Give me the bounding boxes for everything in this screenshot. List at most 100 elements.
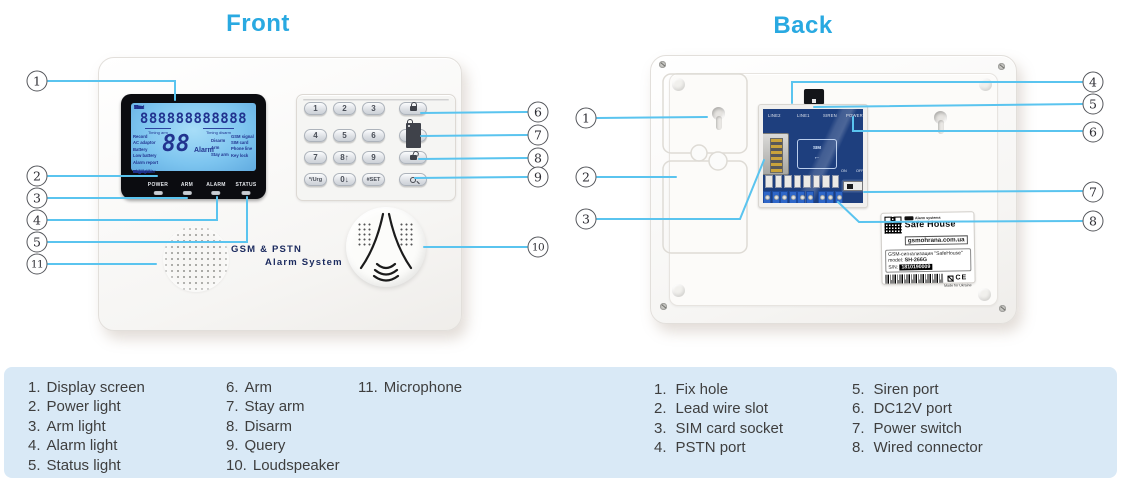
- corner-screw: [999, 305, 1006, 312]
- legend-item: 3.SIM card socket: [654, 419, 784, 437]
- arm-led-lamp: [182, 191, 192, 195]
- key-4: 4: [304, 129, 327, 142]
- serial-number: 1810190009: [899, 263, 933, 271]
- foot-bump: [978, 288, 991, 301]
- legend-back-col2: 5.Siren port 6.DC12V port 7.Power switch…: [852, 380, 983, 458]
- terminal-screw: [817, 191, 826, 203]
- wired-connector: [763, 191, 843, 203]
- callout-front-3: 3: [26, 187, 48, 209]
- callout-front-8: 8: [527, 147, 549, 169]
- speaker-curves: [359, 212, 413, 282]
- legend-item: 7.Power switch: [852, 419, 962, 437]
- legend-item: 3.Arm light: [28, 417, 106, 435]
- brand-line-2: Alarm System: [265, 257, 343, 268]
- terminal-screw: [826, 191, 835, 203]
- sim-card-outline: SIM ←: [797, 139, 837, 169]
- terminal-screw: [771, 191, 780, 203]
- stay-lock-icon: [405, 119, 421, 148]
- back-title: Back: [773, 12, 833, 39]
- terminal-screw: [797, 191, 806, 203]
- power-light: POWER: [148, 182, 168, 195]
- barcode: [885, 273, 944, 284]
- key-5: 5: [333, 129, 356, 142]
- sticker-info-box: GSM-сигнализация "SafeHouse" model: SH-2…: [885, 248, 972, 273]
- legend-item: 8.Disarm: [226, 417, 293, 435]
- legend-item: 2.Lead wire slot: [654, 400, 769, 418]
- serial-row: S/N: 1810190009: [888, 263, 933, 271]
- search-icon: [410, 176, 416, 183]
- callout-back-6: 6: [1082, 121, 1104, 143]
- legend-item: 1.Fix hole: [654, 381, 729, 398]
- legend-item: 10.Loudspeaker: [226, 456, 340, 474]
- legend-item: 8.Wired connector: [852, 439, 983, 457]
- alarm-led-lamp: [211, 191, 221, 195]
- callout-front-2: 2: [26, 165, 48, 187]
- loudspeaker: [346, 207, 426, 287]
- callout-back-3: 3: [575, 208, 597, 230]
- legend-item: 2.Power light: [28, 398, 121, 416]
- brand-line-1: GSM & PSTN: [231, 244, 303, 255]
- speaker-dots-right: [399, 222, 415, 246]
- callout-front-7: 7: [527, 124, 549, 146]
- legend-item: 11.Microphone: [358, 379, 463, 396]
- pcb-label-siren: SIREN: [823, 113, 837, 118]
- corner-screw: [659, 61, 666, 68]
- fix-hole-right: [933, 111, 948, 136]
- key-star-urg: */Urg: [304, 173, 327, 186]
- switch-off-label: OFF: [856, 169, 863, 173]
- unlock-icon: [409, 155, 417, 160]
- keyhole-slot: [937, 120, 944, 134]
- foot-bump: [672, 284, 685, 297]
- power-led-lamp: [153, 191, 163, 195]
- legend-item: 1.Display screen: [28, 379, 145, 396]
- terminal-screw: [763, 191, 771, 203]
- status-led-lamp: [241, 191, 251, 195]
- callout-front-6: 6: [527, 101, 549, 123]
- weee-icon: [947, 275, 954, 282]
- legend-item: 5.Siren port: [852, 381, 939, 398]
- legend-item: 4.PSTN port: [654, 439, 746, 457]
- legend-item: 5.Status light: [28, 456, 121, 474]
- fix-hole-left: [711, 107, 726, 132]
- foot-bump: [979, 78, 992, 91]
- label-sticker: Alarm systems Safe House gsmohrana.com.u…: [880, 211, 976, 288]
- corner-screw: [660, 303, 667, 310]
- legend-item: 4.Alarm light: [28, 437, 118, 455]
- callout-back-8: 8: [1082, 210, 1104, 232]
- pcb-label-power: POWER: [846, 113, 863, 118]
- legend-front-col3: 11.Microphone: [358, 378, 462, 397]
- key-8: 8↑: [333, 151, 356, 164]
- key-3: 3: [362, 102, 385, 115]
- pcb-label-line1: LINE1: [797, 113, 810, 118]
- lcd-alarm-label: Alarm: [194, 147, 214, 154]
- callout-front-10: 10: [527, 236, 549, 258]
- callout-back-7: 7: [1082, 181, 1104, 203]
- speaker-dots-left: [357, 222, 373, 246]
- keypad-panel: 1 2 3 4 5 6 7 8↑ 9 */Urg 0↓ #SET: [296, 94, 456, 201]
- lcd-zone-digits: 88: [162, 131, 190, 157]
- callout-back-5: 5: [1082, 93, 1104, 115]
- switch-on-label: ON: [841, 169, 847, 173]
- legend-front-col2: 6.Arm 7.Stay arm 8.Disarm 9.Query 10.Lou…: [226, 378, 340, 475]
- legend-panel: 1.Display screen 2.Power light 3.Arm lig…: [4, 367, 1117, 478]
- ce-mark: CE: [955, 274, 968, 282]
- sim-card-socket: [763, 133, 789, 175]
- legend-item: 7.Stay arm: [226, 398, 305, 416]
- circuit-board: LINE2 LINE1 SIREN POWER SIM ←: [763, 109, 863, 203]
- legend-front-col1: 1.Display screen 2.Power light 3.Arm lig…: [28, 378, 145, 475]
- key-7: 7: [304, 151, 327, 164]
- keyhole-circle: [712, 107, 725, 120]
- callout-front-9: 9: [527, 166, 549, 188]
- arm-light: ARM: [181, 182, 193, 195]
- pstn-port: [804, 89, 824, 104]
- alarm-light: ALARM: [206, 182, 226, 195]
- legend-item: 6.Arm: [226, 379, 273, 396]
- lcd-timing-arm-label: Timing arm: [145, 128, 171, 135]
- website-label: gsmohrana.com.ua: [904, 235, 968, 246]
